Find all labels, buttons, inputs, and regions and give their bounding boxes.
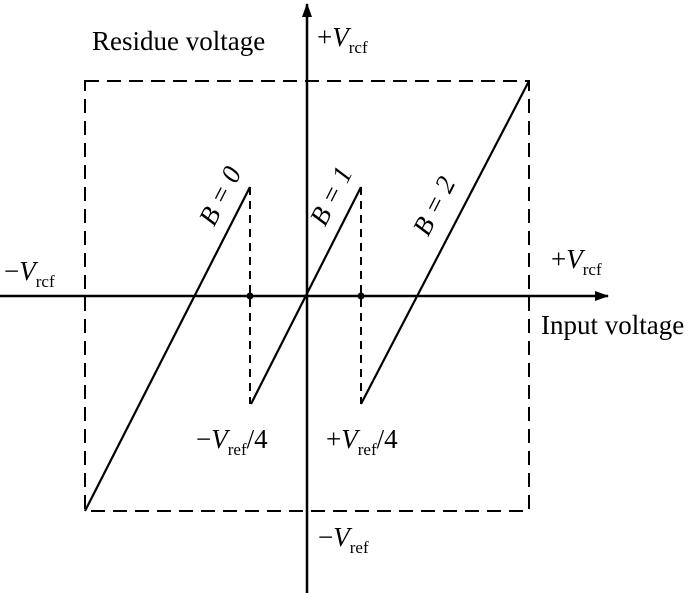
segment-label-b1: B = 1 <box>304 162 359 231</box>
segment-label-b0: B = 0 <box>193 161 248 230</box>
segment-b1-line <box>250 186 362 405</box>
pos-vref-right-label: +Vrcf <box>551 244 602 279</box>
pos-vref-top-label: +Vrcf <box>317 22 368 57</box>
threshold-dot-left <box>246 292 254 300</box>
neg-vref-left-label: −Vrcf <box>4 256 55 291</box>
neg-vref-quarter-label: −Vref/4 <box>196 424 268 459</box>
threshold-dot-right <box>357 292 365 300</box>
residue-voltage-label: Residue voltage <box>92 26 265 56</box>
segment-b0-line <box>84 186 251 512</box>
segment-b2-line <box>360 80 530 405</box>
neg-vref-bottom-label: −Vref <box>318 522 369 557</box>
segment-label-b2: B = 2 <box>407 172 462 241</box>
input-voltage-label: Input voltage <box>541 310 684 340</box>
pos-vref-quarter-label: +Vref/4 <box>326 424 398 459</box>
